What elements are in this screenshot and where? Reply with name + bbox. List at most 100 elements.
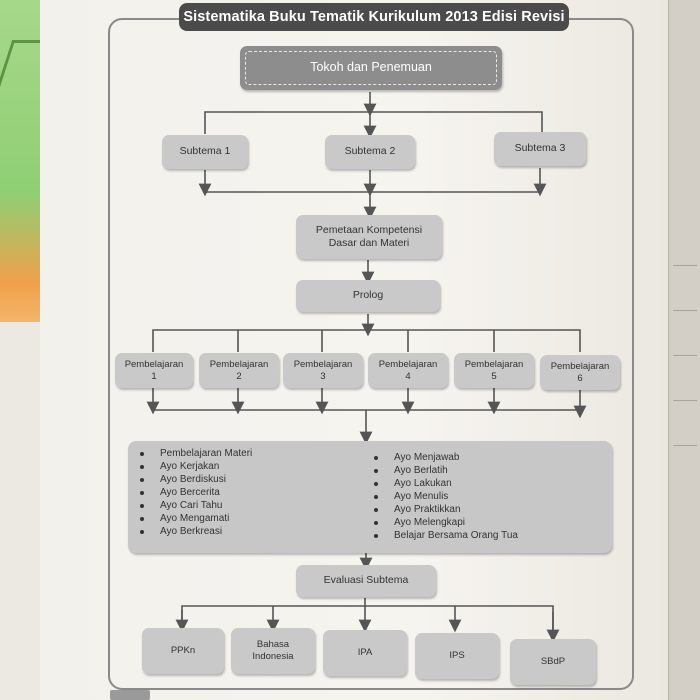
- subject-label: SBdP: [540, 656, 566, 668]
- bullet: [374, 495, 378, 499]
- activity-item: Ayo Menjawab: [374, 451, 518, 464]
- page-edge-line: [673, 400, 697, 401]
- activity-label: Ayo Praktikkan: [394, 504, 461, 515]
- pembelajaran-number: 2: [236, 370, 242, 382]
- activities-right-list: Ayo Menjawab Ayo Berlatih Ayo Lakukan Ay…: [374, 451, 518, 542]
- subject-label: PPKn: [170, 645, 196, 657]
- activity-label: Ayo Kerjakan: [160, 461, 220, 472]
- bullet: [140, 517, 144, 521]
- subject-label: IPA: [357, 647, 373, 659]
- pembelajaran-number: 3: [320, 370, 326, 382]
- subtema-3-box: Subtema 3: [494, 132, 586, 166]
- bullet: [374, 508, 378, 512]
- subtema-1-label: Subtema 1: [179, 145, 231, 158]
- activity-item: Ayo Berkreasi: [140, 525, 252, 538]
- dashed-border: [245, 51, 497, 85]
- page-edge-line: [673, 445, 697, 446]
- subtema-3-label: Subtema 3: [514, 142, 566, 155]
- bullet: [374, 521, 378, 525]
- activity-item: Ayo Cari Tahu: [140, 499, 252, 512]
- evaluasi-box: Evaluasi Subtema: [296, 565, 436, 597]
- page-edge-line: [673, 355, 697, 356]
- page-edge-line: [673, 265, 697, 266]
- adjacent-page-illustration: [0, 0, 50, 322]
- activity-label: Ayo Cari Tahu: [160, 500, 223, 511]
- page-footer-tab: [110, 690, 150, 700]
- diagram-title: Sistematika Buku Tematik Kurikulum 2013 …: [179, 3, 569, 31]
- bullet: [140, 478, 144, 482]
- activity-item: Ayo Menulis: [374, 490, 518, 503]
- activity-label: Ayo Berdiskusi: [160, 474, 226, 485]
- activity-label: Ayo Menulis: [394, 491, 449, 502]
- pemetaan-box: Pemetaan Kompetensi Dasar dan Materi: [296, 215, 442, 259]
- activity-label: Ayo Mengamati: [160, 513, 230, 524]
- activity-label: Ayo Berlatih: [394, 465, 448, 476]
- page-edge-line: [673, 310, 697, 311]
- bullet: [374, 469, 378, 473]
- subtema-2-box: Subtema 2: [325, 135, 415, 169]
- bullet: [140, 491, 144, 495]
- activity-item: Ayo Bercerita: [140, 486, 252, 499]
- subtema-1-box: Subtema 1: [162, 135, 248, 169]
- subject-ppkn-box: PPKn: [142, 628, 224, 674]
- activity-label: Ayo Bercerita: [160, 487, 220, 498]
- bullet: [140, 504, 144, 508]
- pembelajaran-label: Pembelajaran: [550, 360, 610, 372]
- bullet: [140, 530, 144, 534]
- activity-item: Ayo Praktikkan: [374, 503, 518, 516]
- bullet: [374, 482, 378, 486]
- prolog-box: Prolog: [296, 280, 440, 312]
- activity-label: Ayo Lakukan: [394, 478, 452, 489]
- activity-item: Ayo Mengamati: [140, 512, 252, 525]
- bullet: [374, 456, 378, 460]
- pembelajaran-number: 6: [577, 372, 583, 384]
- subject-ips-box: IPS: [415, 633, 499, 679]
- activity-label: Belajar Bersama Orang Tua: [394, 530, 518, 541]
- subject-label: IPS: [449, 650, 465, 662]
- pembelajaran-label: Pembelajaran: [293, 358, 353, 370]
- pemetaan-line1: Pemetaan Kompetensi: [315, 223, 423, 236]
- activities-left-list: Pembelajaran Materi Ayo Kerjakan Ayo Ber…: [140, 447, 253, 538]
- bullet: [374, 534, 378, 538]
- subject-ipa-box: IPA: [323, 630, 407, 676]
- bullet: [140, 452, 144, 456]
- activity-label: Ayo Berkreasi: [160, 526, 223, 537]
- theme-label: Tokoh dan Penemuan: [310, 60, 432, 75]
- theme-box: Tokoh dan Penemuan: [240, 46, 502, 90]
- adjacent-page-edge: [668, 0, 700, 700]
- activity-label: Pembelajaran Materi: [160, 448, 253, 459]
- activities-panel: Pembelajaran Materi Ayo Kerjakan Ayo Ber…: [128, 441, 612, 553]
- pembelajaran-number: 1: [151, 370, 157, 382]
- activity-item: Ayo Lakukan: [374, 477, 518, 490]
- activity-label: Ayo Melengkapi: [394, 517, 465, 528]
- pembelajaran-label: Pembelajaran: [378, 358, 438, 370]
- subject-label-2: Indonesia: [252, 651, 294, 662]
- evaluasi-label: Evaluasi Subtema: [323, 574, 409, 587]
- activity-item: Ayo Kerjakan: [140, 460, 252, 473]
- pembelajaran-label: Pembelajaran: [209, 358, 269, 370]
- pemetaan-line2: Dasar dan Materi: [328, 237, 410, 249]
- pembelajaran-label: Pembelajaran: [464, 358, 524, 370]
- activity-item: Ayo Melengkapi: [374, 516, 518, 529]
- activity-label: Ayo Menjawab: [394, 452, 460, 463]
- subtema-2-label: Subtema 2: [344, 145, 396, 158]
- prolog-label: Prolog: [352, 289, 384, 302]
- activity-item: Pembelajaran Materi: [140, 447, 253, 460]
- activity-item: Ayo Berdiskusi: [140, 473, 252, 486]
- subject-label: Bahasa: [256, 639, 290, 651]
- pembelajaran-number: 4: [405, 370, 411, 382]
- subject-sbdp-box: SBdP: [510, 639, 596, 685]
- activity-item: Belajar Bersama Orang Tua: [374, 529, 518, 542]
- bullet: [140, 465, 144, 469]
- activity-item: Ayo Berlatih: [374, 464, 518, 477]
- pembelajaran-number: 5: [491, 370, 497, 382]
- pembelajaran-label: Pembelajaran: [124, 358, 184, 370]
